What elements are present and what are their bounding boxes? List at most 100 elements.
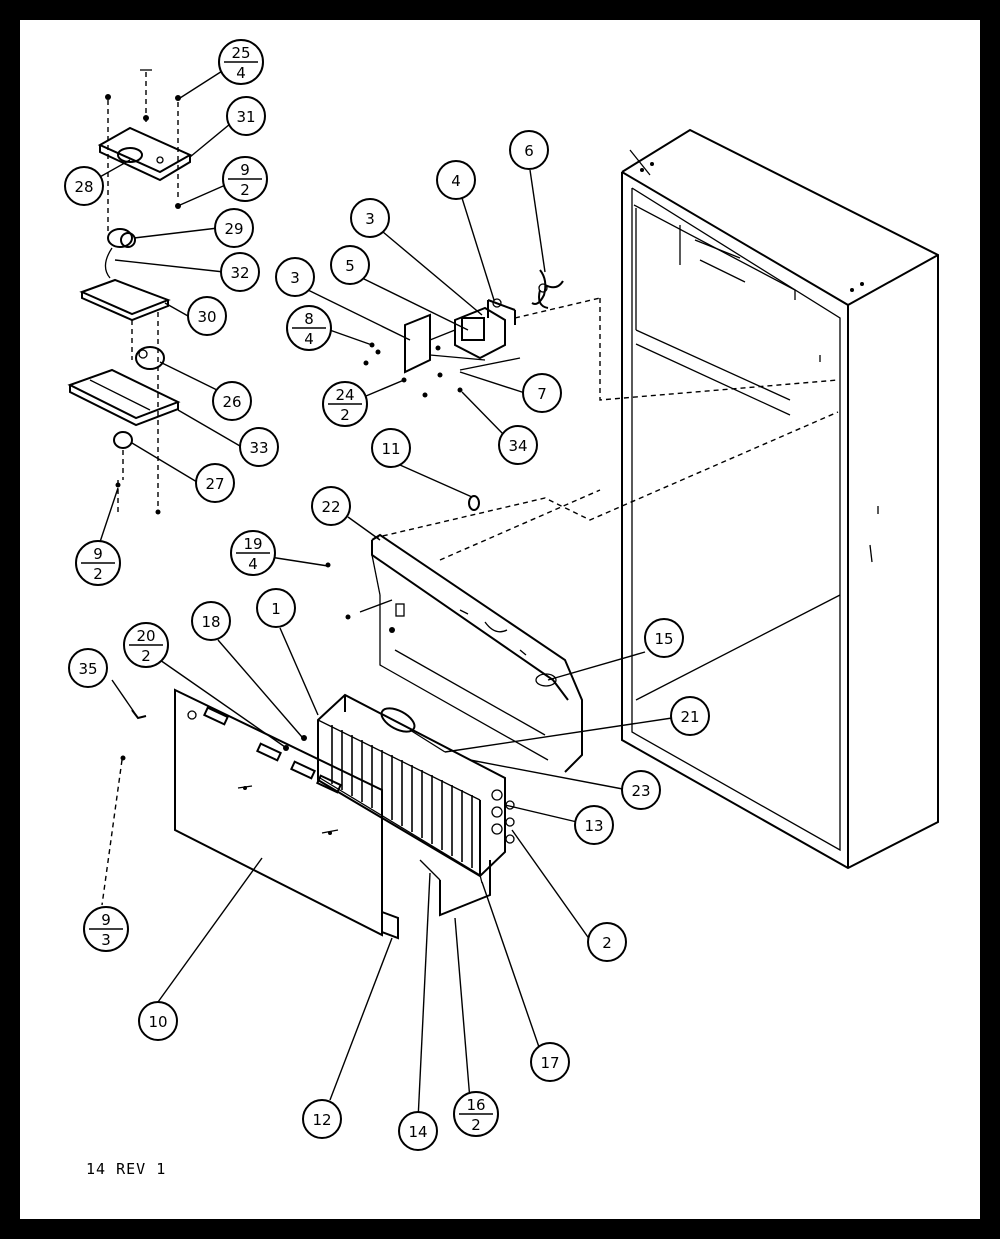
- svg-text:14: 14: [408, 1123, 427, 1141]
- svg-text:5: 5: [345, 257, 355, 275]
- callout-33: 33: [239, 427, 279, 467]
- fan-motor-assembly: [363, 269, 839, 401]
- svg-text:27: 27: [205, 475, 224, 493]
- svg-text:3: 3: [365, 210, 375, 228]
- callout-32: 32: [220, 252, 260, 292]
- callout-9-2-lower: 92: [75, 540, 121, 586]
- callout-15: 15: [644, 618, 684, 658]
- svg-text:20: 20: [136, 627, 155, 645]
- callout-28: 28: [64, 166, 104, 206]
- callout-35: 35: [68, 648, 108, 688]
- callout-3a: 3: [350, 198, 390, 238]
- callout-20-2: 202: [123, 622, 169, 668]
- evaporator-coil: [317, 693, 515, 884]
- parts-diagram-sheet: [20, 20, 980, 1219]
- callout-3b: 3: [275, 257, 315, 297]
- callout-24-2: 242: [322, 381, 368, 427]
- svg-text:23: 23: [631, 782, 650, 800]
- svg-text:2: 2: [340, 406, 350, 424]
- svg-text:4: 4: [304, 330, 314, 348]
- callout-21: 21: [670, 696, 710, 736]
- callout-17: 17: [530, 1042, 570, 1082]
- svg-text:3: 3: [290, 269, 300, 287]
- svg-text:8: 8: [304, 310, 314, 328]
- svg-text:1: 1: [271, 600, 281, 618]
- callout-19-4: 194: [230, 530, 276, 576]
- svg-text:16: 16: [466, 1096, 485, 1114]
- svg-text:10: 10: [148, 1013, 167, 1031]
- callout-16-2: 162: [453, 1091, 499, 1137]
- callout-26: 26: [212, 381, 252, 421]
- svg-text:3: 3: [101, 931, 111, 949]
- svg-text:12: 12: [312, 1111, 331, 1129]
- svg-text:11: 11: [381, 440, 400, 458]
- callout-7: 7: [522, 373, 562, 413]
- callout-4: 4: [436, 160, 476, 200]
- callout-34: 34: [498, 425, 538, 465]
- evaporator-shroud: [359, 533, 583, 773]
- svg-text:31: 31: [236, 108, 255, 126]
- svg-text:32: 32: [230, 264, 249, 282]
- svg-text:9: 9: [93, 545, 103, 563]
- svg-text:2: 2: [141, 647, 151, 665]
- control-assembly: [67, 69, 193, 515]
- svg-text:19: 19: [243, 535, 262, 553]
- svg-text:28: 28: [74, 178, 93, 196]
- svg-text:15: 15: [654, 630, 673, 648]
- callout-5: 5: [330, 245, 370, 285]
- refrigerator-cabinet: [621, 128, 939, 870]
- svg-text:35: 35: [78, 660, 97, 678]
- svg-text:6: 6: [524, 142, 534, 160]
- svg-text:29: 29: [224, 220, 243, 238]
- leader-lines: [97, 65, 673, 1121]
- fan-blade: [531, 269, 564, 309]
- callout-29: 29: [214, 208, 254, 248]
- callout-2: 2: [587, 922, 627, 962]
- callout-12: 12: [302, 1099, 342, 1139]
- callout-27: 27: [195, 463, 235, 503]
- svg-text:2: 2: [240, 181, 250, 199]
- callout-23: 23: [621, 770, 661, 810]
- callout-25-4: 254: [218, 39, 264, 85]
- svg-text:7: 7: [537, 385, 547, 403]
- callout-9-3: 93: [83, 906, 129, 952]
- callouts: 1 2 3 3 4 5 6 7 10 11 12 13 14 15 17 18 …: [64, 39, 710, 1151]
- svg-text:4: 4: [236, 64, 246, 82]
- svg-text:21: 21: [680, 708, 699, 726]
- callout-30: 30: [187, 296, 227, 336]
- svg-text:22: 22: [321, 498, 340, 516]
- grommet: [373, 411, 839, 561]
- svg-text:13: 13: [584, 817, 603, 835]
- svg-text:17: 17: [540, 1054, 559, 1072]
- callout-22: 22: [311, 486, 351, 526]
- svg-text:18: 18: [201, 613, 220, 631]
- svg-text:34: 34: [508, 437, 527, 455]
- revision-label: 14 REV 1: [86, 1160, 167, 1178]
- callout-10: 10: [138, 1001, 178, 1041]
- thermostat-knob: [107, 228, 136, 248]
- svg-text:26: 26: [222, 393, 241, 411]
- callout-1: 1: [256, 588, 296, 628]
- svg-text:30: 30: [197, 308, 216, 326]
- callout-14: 14: [398, 1111, 438, 1151]
- drain-trough: [419, 859, 491, 917]
- svg-text:33: 33: [249, 439, 268, 457]
- loose-screws: [101, 562, 351, 906]
- svg-text:2: 2: [93, 565, 103, 583]
- svg-text:9: 9: [101, 911, 111, 929]
- svg-text:4: 4: [451, 172, 461, 190]
- callout-9-2-upper: 92: [222, 156, 268, 202]
- callout-13: 13: [574, 805, 614, 845]
- svg-text:2: 2: [471, 1116, 481, 1134]
- svg-text:25: 25: [231, 44, 250, 62]
- rear-cover-panel: [174, 688, 399, 940]
- callout-18: 18: [191, 601, 231, 641]
- svg-text:4: 4: [248, 555, 258, 573]
- callout-31: 31: [226, 96, 266, 136]
- callout-6: 6: [509, 130, 549, 170]
- coil-fins: [331, 725, 473, 868]
- svg-text:24: 24: [335, 386, 354, 404]
- callout-11: 11: [371, 428, 411, 468]
